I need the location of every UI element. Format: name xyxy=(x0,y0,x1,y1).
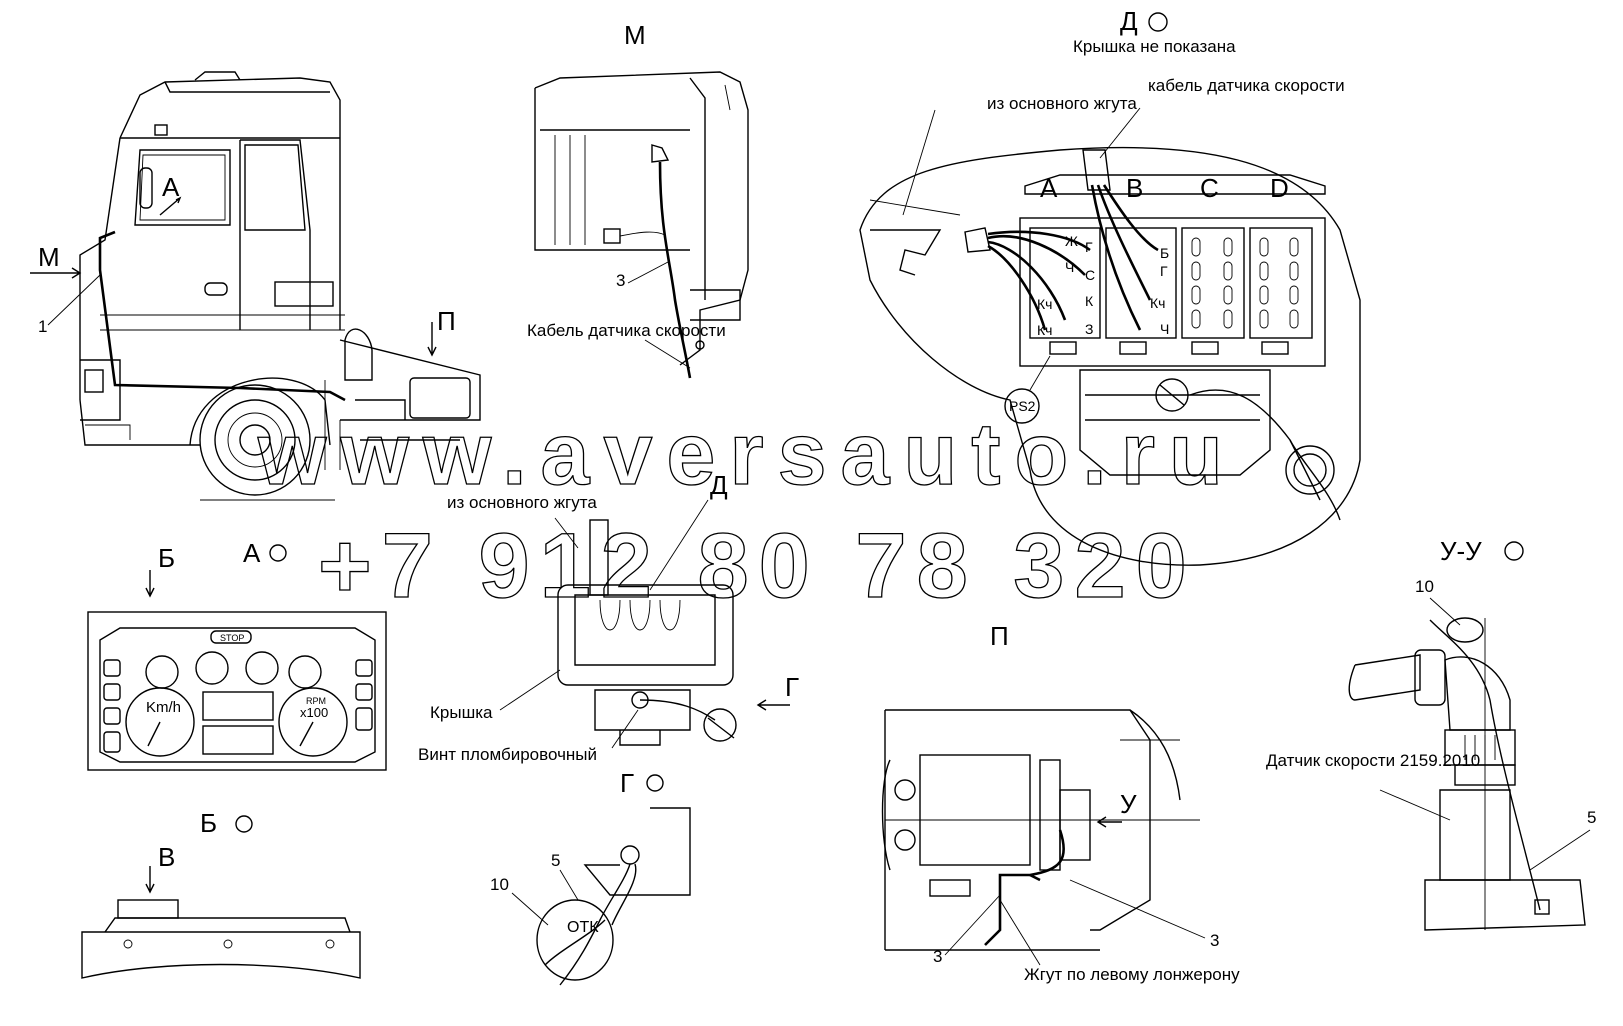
callout-5-UU: 5 xyxy=(1587,808,1596,827)
pin-zh: Ж xyxy=(1065,233,1078,249)
cover-drawing xyxy=(557,519,737,746)
rotate-icon-D xyxy=(1148,12,1168,32)
arrow-U xyxy=(1096,816,1122,828)
leader-3-M xyxy=(627,261,669,284)
arrow-label-G: Г xyxy=(785,672,799,702)
view-G-title: Г xyxy=(620,768,634,798)
cover-label: Крышка xyxy=(430,703,493,722)
from-main-harness-top: из основного жгута xyxy=(987,94,1137,113)
speed-cable-top: кабель датчика скорости xyxy=(1148,76,1345,95)
arrow-label-M: М xyxy=(38,242,60,272)
callout-10-UU: 10 xyxy=(1415,577,1434,596)
view-D-title: Д xyxy=(1120,6,1138,36)
view-D-drawing xyxy=(859,146,1361,566)
view-M-drawing xyxy=(534,71,749,379)
view-P-drawing xyxy=(881,709,1200,951)
leader-5-G xyxy=(559,869,579,901)
leader-speed-sensor xyxy=(1379,789,1451,821)
view-arrow-A-label: А xyxy=(162,172,180,202)
pin-k: К xyxy=(1085,293,1094,309)
dash-kmh-label: Km/h xyxy=(146,699,181,716)
truck-cab-view xyxy=(47,71,481,501)
arrow-B xyxy=(145,570,155,598)
arrow-P xyxy=(427,322,437,357)
harness-label: Жгут по левому лонжерону xyxy=(1024,965,1240,984)
arrow-label-D: Д xyxy=(710,470,728,500)
cover-not-shown-label: Крышка не показана xyxy=(1073,37,1236,56)
rotate-icon-G xyxy=(646,774,664,792)
callout-3-P-left: 3 xyxy=(933,947,942,966)
leader-from-main-harness-mid xyxy=(554,517,579,549)
pin-kch2: Кч xyxy=(1037,322,1052,338)
leader-cover xyxy=(499,669,561,711)
leader-3-P-left xyxy=(944,894,1001,956)
pin-s: С xyxy=(1085,267,1095,283)
callout-1: 1 xyxy=(38,317,47,336)
leader-10-G xyxy=(511,892,549,926)
leader-10-UU xyxy=(1429,597,1461,626)
connector-C-label: C xyxy=(1200,173,1219,203)
callout-3-P-right: 3 xyxy=(1210,931,1219,950)
view-P-title: П xyxy=(990,621,1009,651)
pin-z: З xyxy=(1085,321,1093,337)
pin-ch: Ч xyxy=(1065,259,1074,275)
view-UU-drawing xyxy=(1348,617,1586,931)
speed-cable-label-M: Кабель датчика скорости xyxy=(527,321,726,340)
dash-stop-label: STOP xyxy=(220,633,244,643)
pin-b-ch: Ч xyxy=(1160,321,1169,337)
connector-B-label: B xyxy=(1126,173,1143,203)
view-B-drawing xyxy=(81,899,361,979)
view-M-title: М xyxy=(624,20,646,50)
watermark-site: www.aversauto.ru xyxy=(257,404,1237,503)
dash-rpm-label: RPM xyxy=(306,696,326,706)
arrow-V xyxy=(145,866,155,894)
view-G-drawing xyxy=(536,807,691,986)
leader-ps2 xyxy=(1029,355,1051,391)
leader-seal-screw xyxy=(611,709,639,749)
pin-kch1: Кч xyxy=(1037,296,1052,312)
pin-b-k: Кч xyxy=(1150,295,1165,311)
pin-b-g: Г xyxy=(1160,263,1168,279)
callout-3-M: 3 xyxy=(616,271,625,290)
pin-b-b: Б xyxy=(1160,245,1169,261)
arrow-label-V: В xyxy=(158,842,175,872)
leader-speed-cable-M xyxy=(644,339,691,369)
from-main-harness-mid: из основного жгута xyxy=(447,493,597,512)
arrow-G xyxy=(756,699,790,711)
pin-g: Г xyxy=(1085,239,1093,255)
arrow-label-U: У xyxy=(1120,789,1137,819)
dash-x100-label: x100 xyxy=(300,705,328,720)
watermark-phone: +7 912 80 78 320 xyxy=(318,515,1197,617)
ps2-label: PS2 xyxy=(1009,398,1036,414)
leader-D xyxy=(649,499,709,591)
seal-text-OTK: ОТК xyxy=(567,919,599,936)
arrow-label-B: Б xyxy=(158,543,175,573)
dashboard-panel xyxy=(87,611,387,771)
leader-5-UU xyxy=(1529,829,1591,871)
leader-speed-cable xyxy=(1099,107,1141,159)
seal-screw-label: Винт пломбировочный xyxy=(418,745,597,764)
rotate-icon-UU xyxy=(1504,541,1524,561)
rotate-icon-B xyxy=(235,815,253,833)
arrow-M xyxy=(30,267,82,279)
leader-from-main-harness xyxy=(902,109,936,216)
view-B-title: Б xyxy=(200,808,217,838)
speed-sensor-label: Датчик скорости 2159.2010 xyxy=(1266,751,1480,770)
arrow-label-P: П xyxy=(437,306,456,336)
view-A-title: А xyxy=(243,538,261,568)
view-UU-title: У-У xyxy=(1440,536,1482,566)
connector-D-label: D xyxy=(1270,173,1289,203)
rotate-icon-A xyxy=(269,544,287,562)
leader-3-P-right xyxy=(1069,879,1206,939)
callout-10-G: 10 xyxy=(490,875,509,894)
ps2-circle xyxy=(1004,388,1040,424)
callout-5-G: 5 xyxy=(551,851,560,870)
leader-harness xyxy=(999,899,1041,966)
connector-A-label: A xyxy=(1040,173,1058,203)
